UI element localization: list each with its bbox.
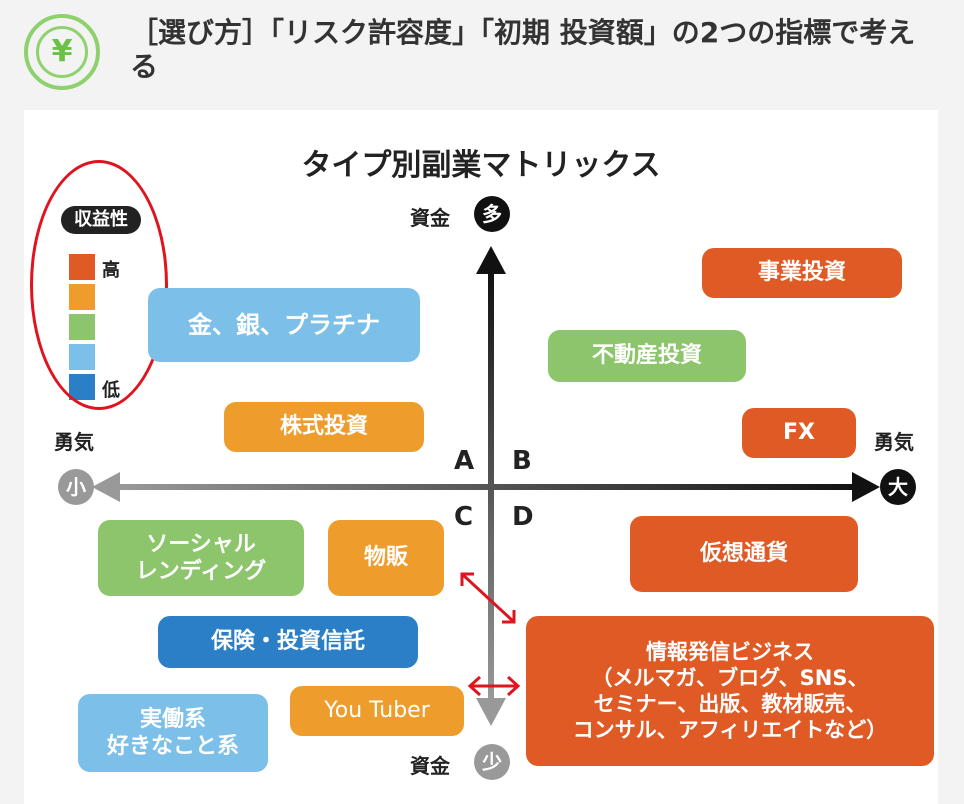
item-insurance-funds-label: 保険・投資信託: [210, 629, 365, 655]
item-info-business: 情報発信ビジネス （メルマガ、ブログ、SNS、 セミナー、出版、教材販売、 コン…: [526, 616, 934, 766]
yen-icon: ¥: [24, 14, 100, 90]
axis-bottom-badge: 少: [474, 744, 510, 780]
axis-right-word: 勇気: [874, 430, 914, 454]
quadrant-label-d: D: [512, 502, 534, 532]
axis-right-badge: 大: [880, 469, 916, 505]
arrow-up-icon: [476, 246, 506, 274]
item-info-business-label: 情報発信ビジネス （メルマガ、ブログ、SNS、 セミナー、出版、教材販売、 コン…: [572, 639, 888, 743]
diagram-title: タイプ別副業マトリックス: [301, 148, 661, 183]
horizontal-axis-line: [116, 484, 856, 490]
axes-graphic: [92, 246, 880, 726]
axis-top-word: 資金: [410, 206, 450, 230]
item-insurance-funds: 保険・投資信託: [158, 616, 418, 668]
item-precious-metals-label: 金、銀、プラチナ: [188, 311, 380, 339]
item-real-estate-label: 不動産投資: [591, 343, 702, 369]
quadrant-label-b: B: [512, 446, 532, 476]
quadrant-label-c: C: [454, 502, 474, 532]
item-social-lending-label: ソーシャル レンディング: [135, 531, 267, 585]
item-labor-hobby-label: 実働系 好きなこと系: [106, 706, 239, 760]
matrix-diagram: タイプ別副業マトリックス 収益性 高 低: [24, 110, 938, 804]
axis-top-badge: 多: [474, 196, 510, 232]
item-business-investment: 事業投資: [702, 248, 902, 298]
item-business-investment-label: 事業投資: [757, 260, 846, 286]
legend-highlight-circle: [30, 160, 168, 410]
quadrant-label-a: A: [454, 446, 475, 476]
item-social-lending: ソーシャル レンディング: [98, 520, 304, 596]
section-header: ¥ ［選び方］「リスク許容度」「初期 投資額」の2つの指標で考える: [0, 0, 964, 100]
axis-bottom-word: 資金: [410, 754, 450, 778]
red-double-arrow-upper: [460, 572, 516, 624]
arrow-left-icon: [92, 472, 120, 502]
section-title: ［選び方］「リスク許容度」「初期 投資額」の2つの指標で考える: [130, 16, 916, 83]
item-precious-metals: 金、銀、プラチナ: [148, 288, 420, 362]
arrow-right-icon: [852, 472, 880, 502]
yen-icon-glyph: ¥: [36, 26, 88, 78]
item-crypto-label: 仮想通貨: [699, 541, 788, 567]
red-double-arrow-lower: [467, 675, 521, 697]
item-retail: 物販: [328, 520, 444, 596]
axis-left-badge: 小: [58, 469, 94, 505]
item-stocks: 株式投資: [224, 402, 424, 452]
item-retail-label: 物販: [363, 545, 408, 571]
axis-left-word: 勇気: [54, 430, 94, 454]
item-youtuber-label: You Tuber: [324, 698, 430, 724]
item-crypto: 仮想通貨: [630, 516, 858, 592]
item-fx-label: FX: [783, 420, 815, 446]
arrow-down-icon: [476, 698, 506, 726]
item-labor-hobby: 実働系 好きなこと系: [78, 694, 268, 772]
item-stocks-label: 株式投資: [279, 414, 368, 440]
item-fx: FX: [742, 408, 856, 458]
item-real-estate: 不動産投資: [548, 330, 746, 382]
item-youtuber: You Tuber: [290, 686, 464, 736]
